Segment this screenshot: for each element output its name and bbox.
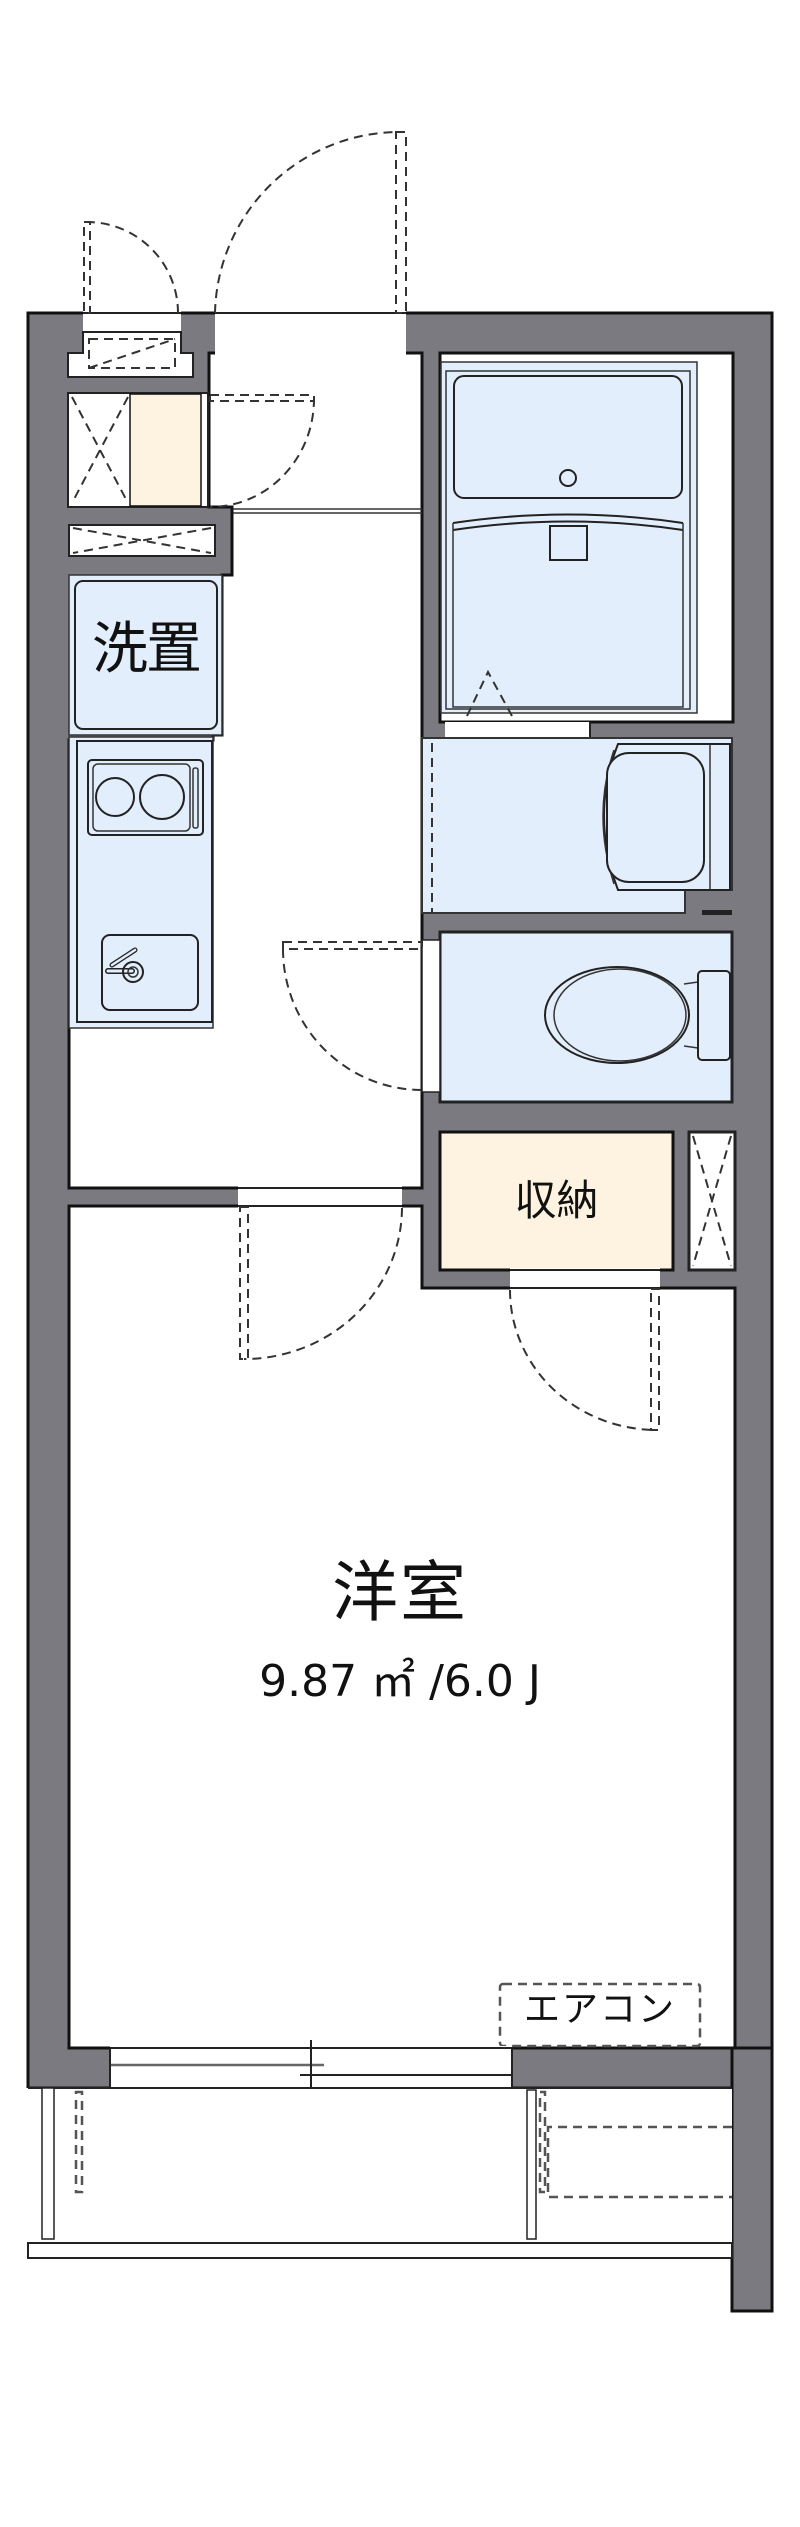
shoe-cabinet xyxy=(67,392,209,508)
pipe-space xyxy=(68,524,216,557)
storage-label: 収納 xyxy=(514,1176,599,1225)
shoe-cabinet-door[interactable] xyxy=(209,394,316,508)
bathroom xyxy=(438,351,735,738)
outdoor-unit-outline xyxy=(546,2125,732,2199)
storage-door[interactable] xyxy=(509,1288,660,1431)
aircon-outline xyxy=(498,1982,702,2048)
washer-space-label: 洗置 xyxy=(92,617,202,682)
meter-box-door[interactable] xyxy=(83,221,179,314)
storage-closet xyxy=(438,1130,675,1272)
balcony xyxy=(20,2087,733,2259)
entrance-door[interactable] xyxy=(214,131,407,314)
washbasin-icon xyxy=(602,743,731,891)
aircon-label: エアコン xyxy=(523,1989,676,2030)
toilet-icon xyxy=(544,966,731,1064)
washer-space xyxy=(68,574,223,736)
pipe-shaft xyxy=(687,1130,737,1272)
western-room-label: 洋室 xyxy=(332,1554,468,1631)
western-room xyxy=(67,1186,737,2050)
toilet-room xyxy=(421,930,734,1104)
stove-icon xyxy=(87,759,204,836)
bathtub-icon xyxy=(452,375,684,708)
sink-icon xyxy=(101,934,199,1011)
toilet-door[interactable] xyxy=(282,941,423,1091)
kitchen-counter xyxy=(68,736,214,1029)
washroom xyxy=(421,737,733,915)
western-room-door[interactable] xyxy=(239,1206,403,1360)
bathroom-door[interactable] xyxy=(466,669,513,717)
western-room-area: 9.87 ㎡ /6.0 J xyxy=(259,1656,541,1707)
meter-box xyxy=(67,311,194,378)
